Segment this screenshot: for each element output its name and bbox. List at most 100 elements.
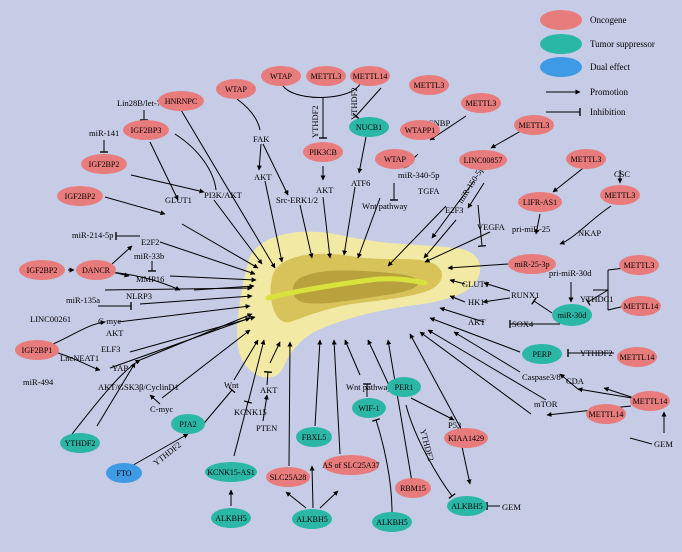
- node-igf2bp2-c[interactable]: IGF2BP2: [19, 260, 65, 280]
- node-fbxl5[interactable]: FBXL5: [296, 427, 332, 447]
- node-wif-1[interactable]: WIF-1: [352, 398, 386, 418]
- node-alkbh5-a[interactable]: ALKBH5: [211, 508, 251, 528]
- node-pja2[interactable]: PJA2: [171, 414, 205, 434]
- node-wtap-mid[interactable]: WTAP: [375, 149, 415, 169]
- legend-tumor-suppressor-swatch: [540, 34, 582, 54]
- label-gem1: GEM: [654, 439, 673, 449]
- edge: [405, 404, 456, 499]
- edge: [449, 278, 466, 285]
- edge: [149, 141, 179, 201]
- edge: [577, 387, 633, 399]
- node-per1[interactable]: PER1: [387, 377, 421, 397]
- edge: [262, 394, 269, 422]
- label-ythdc1: YTHDC1: [580, 294, 614, 304]
- node-mettl14-e[interactable]: METTL14: [586, 404, 626, 424]
- label-pri-mir30d: pri-miR-30d: [549, 268, 592, 278]
- edge: [263, 371, 273, 386]
- node-hnrnpc[interactable]: HNRNPC: [158, 91, 204, 111]
- legend-promotion-label: Promotion: [590, 87, 629, 97]
- node-mettl3-d[interactable]: METTL3: [514, 115, 554, 135]
- node-dancr[interactable]: DANCR: [76, 260, 116, 280]
- edge: [534, 213, 541, 235]
- legend-tumor-suppressor-label: Tumor suppressor: [590, 39, 655, 49]
- node-alkbh5-c[interactable]: ALKBH5: [372, 512, 412, 532]
- label-kcnk15: KCNK15: [234, 407, 267, 417]
- edge: [181, 223, 259, 269]
- edge: [424, 231, 491, 263]
- node-label: WTAP: [270, 72, 293, 81]
- node-alkbh5-b[interactable]: ALKBH5: [292, 509, 332, 529]
- edge: [423, 219, 457, 259]
- node-igf2bp2-a[interactable]: IGF2BP2: [81, 154, 127, 174]
- node-linc00857[interactable]: LINC00857: [459, 150, 507, 170]
- node-mettl14-a[interactable]: METTL14: [350, 66, 390, 86]
- node-lifr-as1[interactable]: LIFR-AS1: [518, 192, 562, 212]
- node-mir-25-3p[interactable]: miR-25-3p: [508, 254, 556, 274]
- node-label: miR-25-3p: [514, 260, 549, 269]
- node-fto[interactable]: FTO: [106, 463, 142, 483]
- label-glut1-right: GLUT1: [462, 279, 489, 289]
- node-kiaa1429[interactable]: KIAA1429: [444, 428, 488, 448]
- node-label: METTL14: [353, 72, 388, 81]
- node-mettl14-d[interactable]: METTL14: [630, 391, 670, 411]
- node-mettl14-b[interactable]: METTL14: [621, 296, 661, 316]
- node-alkbh5-d[interactable]: ALKBH5: [447, 496, 487, 516]
- edge: [439, 306, 485, 323]
- edge: [447, 263, 509, 271]
- label-elf3: ELF3: [101, 344, 120, 354]
- node-label: LIFR-AS1: [523, 198, 557, 207]
- label-akt-fak: AKT: [254, 172, 272, 182]
- node-wtap-2[interactable]: WTAP: [261, 66, 301, 86]
- node-label: IGF2BP3: [131, 126, 162, 135]
- edge: [71, 359, 141, 435]
- node-wtap-1[interactable]: WTAP: [216, 79, 256, 99]
- edge: [130, 174, 205, 194]
- legend-oncogene-label: Oncogene: [590, 15, 626, 25]
- node-label: ALKBH5: [296, 515, 328, 524]
- label-e2f2: E2F2: [141, 237, 159, 247]
- node-wtapp1[interactable]: WTAPP1: [400, 120, 440, 140]
- edge: [357, 197, 381, 259]
- node-perp[interactable]: PERP: [522, 344, 562, 364]
- legend-inhibition-label: Inhibition: [590, 107, 626, 117]
- node-mettl14-c[interactable]: METTL14: [617, 347, 657, 367]
- node-label: WTAP: [225, 85, 248, 94]
- label-cda: CDA: [566, 376, 585, 386]
- node-mettl3-f[interactable]: METTL3: [600, 185, 640, 205]
- node-label: RBM15: [400, 484, 426, 493]
- node-label: miR-30d: [558, 311, 586, 320]
- legend-oncogene-swatch: [540, 10, 582, 30]
- legend: Oncogene Tumor suppressor Dual effect Pr…: [540, 10, 655, 117]
- node-kcnk15-as1[interactable]: KCNK15-AS1: [205, 462, 257, 482]
- label-src-erk: Src-ERK1/2: [276, 195, 318, 205]
- node-mettl3-g[interactable]: METTL3: [619, 255, 659, 275]
- node-label: KIAA1429: [448, 434, 484, 443]
- edge: [431, 180, 475, 239]
- node-label: PER1: [395, 383, 414, 392]
- edge: [559, 205, 612, 245]
- node-mettl3-a[interactable]: METTL3: [306, 66, 346, 86]
- edge: [127, 433, 189, 469]
- node-pik3cb[interactable]: PIK3CB: [303, 142, 343, 162]
- edge: [233, 400, 253, 457]
- label-vegfa: VEGFA: [477, 222, 506, 232]
- node-mettl3-c[interactable]: METTL3: [461, 93, 501, 113]
- node-ythdf2[interactable]: YTHDF2: [60, 433, 100, 453]
- node-label: PERP: [532, 350, 552, 359]
- node-igf2bp1[interactable]: IGF2BP1: [15, 340, 59, 360]
- node-nucb1[interactable]: NUCB1: [349, 117, 389, 137]
- node-slc25a28[interactable]: SLC25A28: [266, 467, 310, 487]
- node-mettl3-b[interactable]: METTL3: [409, 75, 449, 95]
- node-igf2bp2-b[interactable]: IGF2BP2: [57, 186, 103, 206]
- node-as-of-slc25a37[interactable]: AS of SLC25A37: [322, 455, 380, 475]
- edge: [213, 199, 263, 265]
- node-igf2bp3[interactable]: IGF2BP3: [123, 120, 169, 140]
- node-mettl3-e[interactable]: METTL3: [566, 149, 606, 169]
- node-rbm15[interactable]: RBM15: [395, 478, 431, 498]
- node-label: AS of SLC25A37: [322, 461, 379, 470]
- edge: [117, 304, 251, 323]
- edge: [109, 271, 181, 291]
- pancreas-illustration: [237, 231, 481, 378]
- node-mir-30d[interactable]: miR-30d: [552, 304, 592, 326]
- node-label: METTL3: [624, 261, 655, 270]
